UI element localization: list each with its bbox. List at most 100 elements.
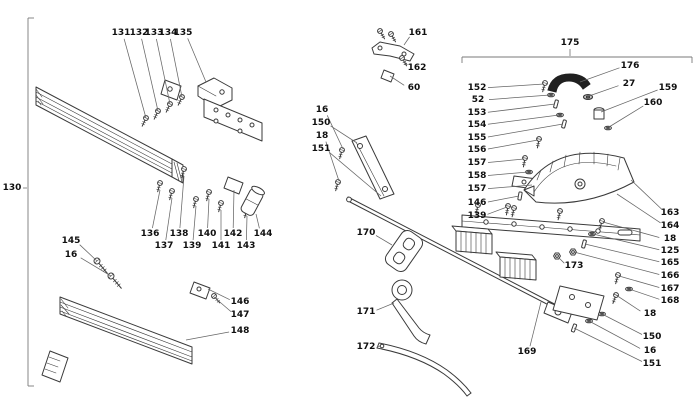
part-label-146-17: 146 <box>231 297 250 307</box>
leader-line-131-0 <box>123 38 147 119</box>
part-label-133-2: 133 <box>145 28 164 38</box>
part-label-155-41: 155 <box>468 133 487 143</box>
assembly-bracket-130 <box>27 17 34 387</box>
leader-line-164-49 <box>616 193 661 224</box>
part-label-170-27: 170 <box>357 228 376 238</box>
rack-block-1 <box>451 225 493 255</box>
part-label-168-55: 168 <box>661 296 680 306</box>
part-label-135-4: 135 <box>174 28 193 38</box>
spacer-block <box>223 176 244 195</box>
part-label-18-25: 18 <box>316 131 329 141</box>
rail-end-cap <box>41 350 69 383</box>
screw <box>151 107 162 121</box>
leader-line-60-22 <box>389 75 405 86</box>
screw <box>509 204 518 218</box>
leader-line-18-50 <box>602 221 660 238</box>
adjust-knob <box>593 107 605 120</box>
leader-line-158-44 <box>487 171 529 176</box>
leader-line-165-52 <box>584 243 660 263</box>
leader-line-139-9 <box>192 205 197 241</box>
part-label-138-8: 138 <box>170 229 189 239</box>
part-label-176-33: 176 <box>621 61 640 71</box>
leader-line-143-13 <box>246 215 248 241</box>
part-label-27-34: 27 <box>623 79 636 89</box>
part-label-154-40: 154 <box>468 120 487 130</box>
leader-line-138-8 <box>179 175 185 229</box>
part-label-52-38: 52 <box>472 95 485 105</box>
top-clip <box>371 41 415 62</box>
leader-line-137-7 <box>165 197 173 241</box>
leader-line-148-19 <box>185 331 230 341</box>
leader-line-16-23 <box>326 115 344 150</box>
lock-handle <box>391 279 431 345</box>
leader-line-176-33 <box>579 67 620 83</box>
screw <box>612 271 622 285</box>
leader-line-139-47 <box>487 206 508 215</box>
leader-line-156-42 <box>487 139 539 150</box>
leader-line-125-51 <box>592 233 660 251</box>
washer <box>604 125 612 131</box>
part-label-157-43: 157 <box>468 158 487 168</box>
upper-fence-rail <box>35 86 184 184</box>
corner-bracket <box>160 79 182 101</box>
screw <box>539 79 549 93</box>
mount-plate <box>552 285 605 321</box>
leader-line-167-54 <box>618 275 660 288</box>
screw <box>610 291 620 305</box>
part-label-125-51: 125 <box>661 246 680 256</box>
flat-brace <box>376 342 472 397</box>
part-label-147-18: 147 <box>231 310 250 320</box>
part-label-158-44: 158 <box>468 171 487 181</box>
guide-rod <box>346 196 573 324</box>
screw <box>520 154 529 168</box>
leader-line-16-16 <box>80 257 112 277</box>
part-label-173-31: 173 <box>565 261 584 271</box>
leader-line-173-31 <box>558 257 565 264</box>
part-label-164-49: 164 <box>661 221 680 231</box>
clip-block <box>380 69 395 83</box>
part-label-165-52: 165 <box>661 258 680 268</box>
leader-line-151-26 <box>329 152 382 197</box>
lock-knob <box>240 185 265 216</box>
leader-line-155-41 <box>487 123 564 138</box>
part-label-159-35: 159 <box>659 83 678 93</box>
part-label-169-30: 169 <box>518 347 537 357</box>
leader-line-150-24 <box>330 125 358 144</box>
part-label-162-21: 162 <box>408 63 427 73</box>
screw <box>534 135 543 149</box>
screw <box>163 100 174 114</box>
part-label-160-36: 160 <box>644 98 663 108</box>
part-label-131-0: 131 <box>112 28 131 38</box>
leader-line-142-12 <box>232 189 235 229</box>
part-label-140-10: 140 <box>198 229 217 239</box>
part-label-151-59: 151 <box>643 359 662 369</box>
lock-lever <box>547 73 591 93</box>
clamp-bracket <box>189 281 211 300</box>
leader-line-159-35 <box>600 89 658 113</box>
part-label-137-7: 137 <box>155 241 174 251</box>
leader-line-27-34 <box>588 85 619 97</box>
screw <box>139 114 150 128</box>
leader-line-152-37 <box>487 83 545 88</box>
leader-line-166-53 <box>573 251 660 275</box>
part-label-150-57: 150 <box>643 332 662 342</box>
leader-line-134-3 <box>170 38 183 98</box>
part-label-152-37: 152 <box>468 83 487 93</box>
part-label-136-6: 136 <box>141 229 160 239</box>
part-label-60-22: 60 <box>408 83 421 93</box>
part-label-153-39: 153 <box>468 108 487 118</box>
part-label-171-28: 171 <box>357 307 376 317</box>
part-label-144-14: 144 <box>254 229 273 239</box>
protractor-head <box>523 151 635 204</box>
leader-line-133-2 <box>156 38 171 105</box>
screw <box>555 207 564 221</box>
part-label-172-29: 172 <box>357 342 376 352</box>
part-label-166-53: 166 <box>661 271 680 281</box>
leader-line-146-46 <box>487 195 520 203</box>
part-label-146-46: 146 <box>468 198 487 208</box>
leader-line-170-27 <box>375 235 393 246</box>
part-label-132-1: 132 <box>130 28 149 38</box>
leader-line-150-57 <box>601 313 643 335</box>
